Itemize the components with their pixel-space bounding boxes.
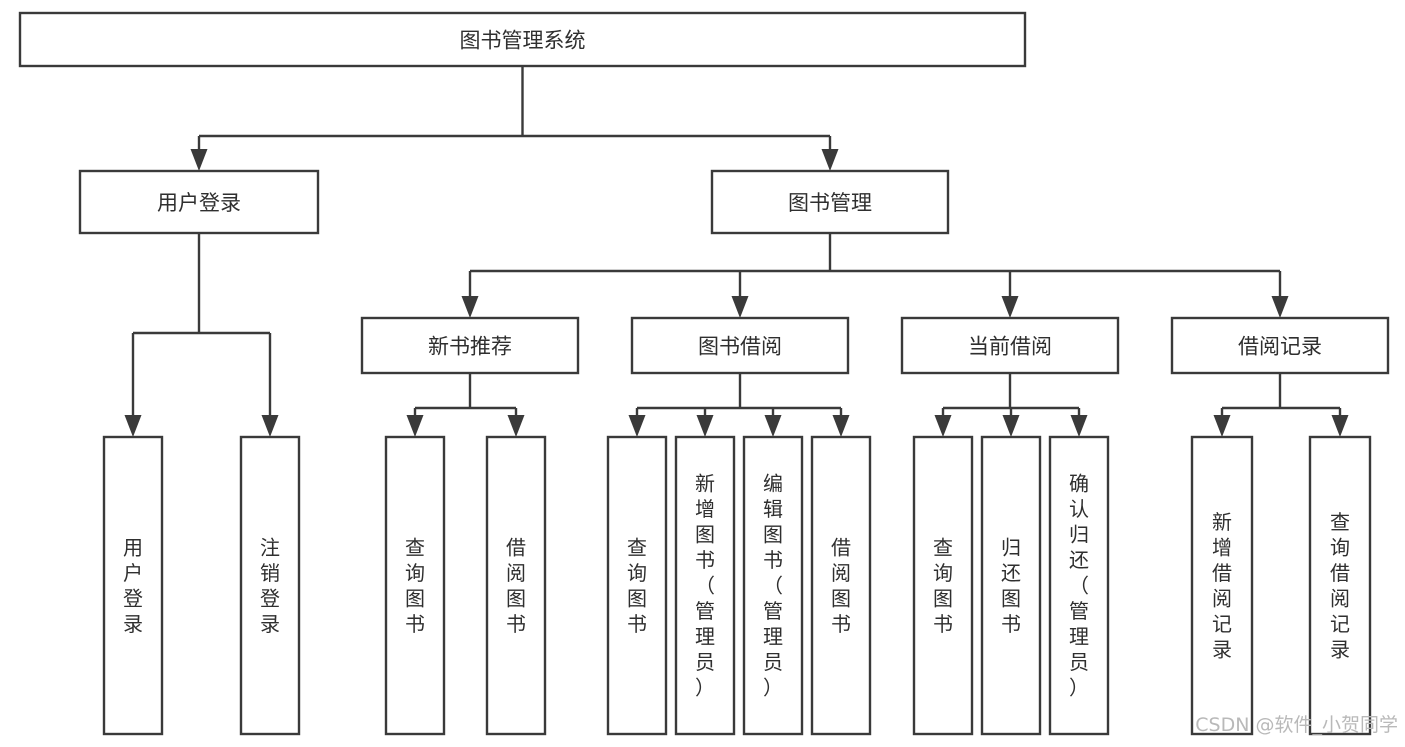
arrow-head-icon-leaf-edit-book: [764, 415, 782, 437]
arrow-head-icon-leaf-confirm-return: [1070, 415, 1088, 437]
node-label: 图书借阅: [698, 335, 782, 359]
arrow-head-icon-new-book-recommend: [461, 296, 479, 318]
arrow-head-icon-current-borrow: [1001, 296, 1019, 318]
node-book-manage[interactable]: 图书管理: [710, 169, 950, 235]
node-label: 注销登录: [260, 535, 280, 636]
node-label: 新书推荐: [428, 335, 512, 359]
node-box: [485, 435, 547, 736]
connector-layer: [124, 66, 1349, 437]
node-label: 图书管理: [788, 191, 872, 215]
node-box: [78, 169, 320, 235]
node-label: 查询图书: [627, 535, 647, 636]
node-label: 新增图书（管理员）: [695, 472, 715, 700]
node-label: 查询图书: [405, 535, 425, 636]
arrow-head-icon-user-login: [190, 149, 208, 171]
arrow-head-icon-book-borrow: [731, 296, 749, 318]
arrow-head-icon-leaf-user-login: [124, 415, 142, 437]
node-box: [1170, 316, 1390, 375]
arrow-head-icon-leaf-user-logout: [261, 415, 279, 437]
node-root[interactable]: 图书管理系统: [18, 11, 1027, 68]
node-label: 新增借阅记录: [1212, 510, 1232, 662]
node-leaf-add-book[interactable]: 新增图书（管理员）: [674, 435, 736, 736]
node-user-login[interactable]: 用户登录: [78, 169, 320, 235]
node-leaf-borrow-book-1[interactable]: 借阅图书: [485, 435, 547, 736]
node-box: [1190, 435, 1254, 736]
node-box: [980, 435, 1042, 736]
node-box: [742, 435, 804, 736]
node-label: 用户登录: [157, 191, 241, 215]
node-label: 查询图书: [933, 535, 953, 636]
arrow-head-icon-leaf-query-book-3: [934, 415, 952, 437]
arrow-head-icon-leaf-borrow-book-1: [507, 415, 525, 437]
node-leaf-return-book[interactable]: 归还图书: [980, 435, 1042, 736]
node-box: [18, 11, 1027, 68]
node-label: 确认归还（管理员）: [1069, 472, 1089, 700]
node-label: 用户登录: [123, 535, 143, 636]
node-label: 归还图书: [1001, 535, 1021, 636]
node-box: [630, 316, 850, 375]
node-leaf-edit-book[interactable]: 编辑图书（管理员）: [742, 435, 804, 736]
node-box: [384, 435, 446, 736]
node-box: [912, 435, 974, 736]
node-book-borrow[interactable]: 图书借阅: [630, 316, 850, 375]
node-box: [606, 435, 668, 736]
node-borrow-record[interactable]: 借阅记录: [1170, 316, 1390, 375]
arrow-head-icon-leaf-borrow-book-2: [832, 415, 850, 437]
csdn-watermark: CSDN @软件_小贺同学: [1195, 714, 1398, 736]
node-leaf-user-logout[interactable]: 注销登录: [239, 435, 301, 736]
node-box: [360, 316, 580, 375]
arrow-head-icon-leaf-return-book: [1002, 415, 1020, 437]
node-box: [900, 316, 1120, 375]
node-label: 编辑图书（管理员）: [763, 472, 783, 700]
arrow-head-icon-leaf-query-book-2: [628, 415, 646, 437]
node-leaf-query-record[interactable]: 查询借阅记录: [1308, 435, 1372, 736]
node-leaf-query-book-2[interactable]: 查询图书: [606, 435, 668, 736]
node-box: [239, 435, 301, 736]
arrow-head-icon-leaf-add-book: [696, 415, 714, 437]
node-label: 图书管理系统: [460, 29, 586, 53]
node-box: [710, 169, 950, 235]
arrow-head-icon-book-manage: [821, 149, 839, 171]
arrow-head-icon-leaf-query-record: [1331, 415, 1349, 437]
node-leaf-borrow-book-2[interactable]: 借阅图书: [810, 435, 872, 736]
arrow-head-icon-leaf-query-book-1: [406, 415, 424, 437]
node-new-book-recommend[interactable]: 新书推荐: [360, 316, 580, 375]
node-leaf-user-login[interactable]: 用户登录: [102, 435, 164, 736]
arrow-head-icon-leaf-add-record: [1213, 415, 1231, 437]
node-label: 借阅图书: [831, 535, 851, 636]
node-box: [1308, 435, 1372, 736]
node-label: 当前借阅: [968, 335, 1052, 359]
node-box: [102, 435, 164, 736]
node-box: [810, 435, 872, 736]
node-label: 借阅图书: [506, 535, 526, 636]
node-leaf-query-book-3[interactable]: 查询图书: [912, 435, 974, 736]
node-layer: 图书管理系统用户登录图书管理新书推荐图书借阅当前借阅借阅记录用户登录注销登录查询…: [18, 11, 1390, 736]
node-label: 查询借阅记录: [1330, 510, 1350, 662]
node-box: [674, 435, 736, 736]
node-label: 借阅记录: [1238, 335, 1322, 359]
node-leaf-add-record[interactable]: 新增借阅记录: [1190, 435, 1254, 736]
node-box: [1048, 435, 1110, 736]
node-leaf-confirm-return[interactable]: 确认归还（管理员）: [1048, 435, 1110, 736]
arrow-head-icon-borrow-record: [1271, 296, 1289, 318]
node-leaf-query-book-1[interactable]: 查询图书: [384, 435, 446, 736]
node-current-borrow[interactable]: 当前借阅: [900, 316, 1120, 375]
